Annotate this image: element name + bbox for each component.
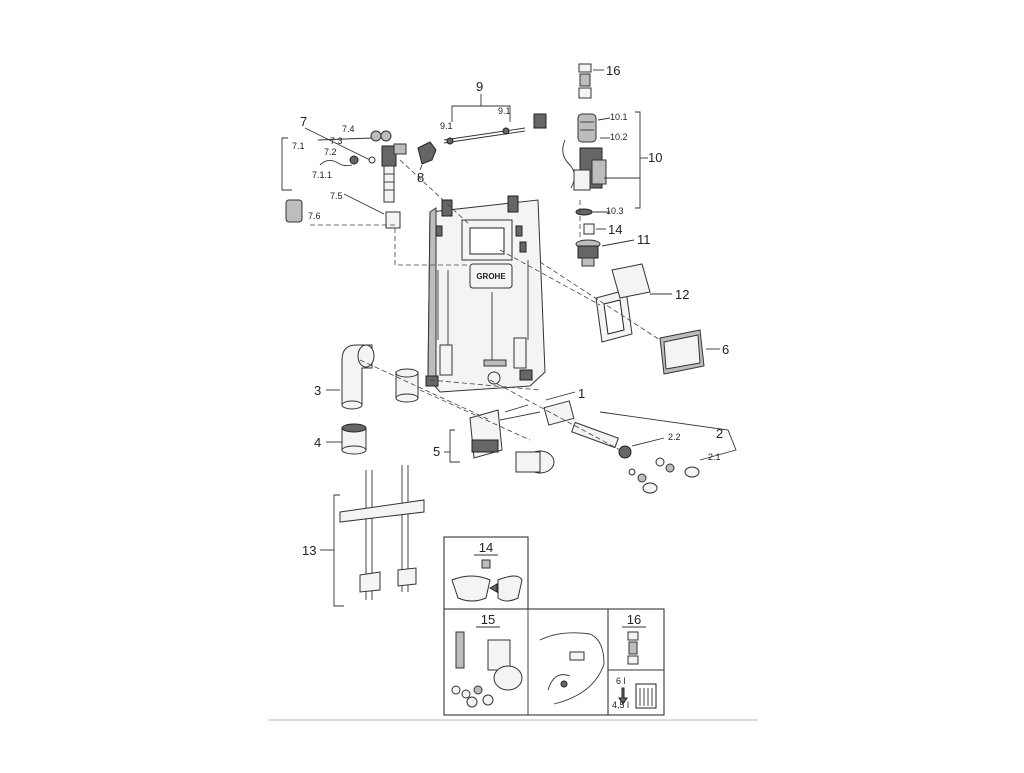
part-7 bbox=[281, 127, 407, 229]
callout-12: 12 bbox=[675, 287, 689, 302]
part-13 bbox=[320, 465, 425, 607]
callout-8: 8 bbox=[417, 170, 424, 185]
callout-6: 6 bbox=[722, 342, 729, 357]
part-5 bbox=[444, 409, 503, 463]
dimension-top-label: 6 l bbox=[616, 676, 626, 686]
callout-2-2: 2.2 bbox=[668, 432, 681, 442]
inset-panels: 14 15 16 6 l 4,5 l bbox=[443, 536, 665, 716]
callout-7-4: 7.4 bbox=[342, 124, 355, 134]
callout-16: 16 bbox=[606, 63, 620, 78]
part-6 bbox=[659, 329, 720, 375]
part-8 bbox=[417, 141, 437, 171]
assembly-guide-lines bbox=[310, 159, 661, 451]
callout-13: 13 bbox=[302, 543, 316, 558]
callout-3: 3 bbox=[314, 383, 321, 398]
part-16 bbox=[578, 63, 604, 99]
callout-10-2: 10.2 bbox=[610, 132, 628, 142]
callout-labels: 1 2 2.1 2.2 3 4 5 6 7 7.1 7.1.1 7.2 7.3 … bbox=[292, 63, 729, 558]
callout-7-2: 7.2 bbox=[324, 147, 337, 157]
dimension-bottom-label: 4,5 l bbox=[612, 700, 629, 710]
panel-16-title: 16 bbox=[627, 612, 641, 627]
pipe-connector bbox=[395, 368, 419, 403]
callout-9: 9 bbox=[476, 79, 483, 94]
part-9 bbox=[443, 94, 547, 145]
callout-7-3: 7.3 bbox=[330, 136, 343, 146]
part-10 bbox=[562, 111, 648, 216]
part-11 bbox=[575, 239, 635, 267]
part-14 bbox=[583, 223, 606, 235]
part-3 bbox=[326, 344, 375, 410]
callout-9-1-right: 9.1 bbox=[498, 106, 511, 116]
part-1 bbox=[499, 391, 576, 426]
callout-10-1: 10.1 bbox=[610, 112, 628, 122]
callout-5: 5 bbox=[433, 444, 440, 459]
callout-14: 14 bbox=[608, 222, 622, 237]
installation-frame: GROHE bbox=[425, 195, 546, 393]
callout-7: 7 bbox=[300, 114, 307, 129]
callout-7-1: 7.1 bbox=[292, 141, 305, 151]
callout-9-1-left: 9.1 bbox=[440, 121, 453, 131]
brand-logo-text: GROHE bbox=[476, 272, 506, 281]
callout-10: 10 bbox=[648, 150, 662, 165]
part-4 bbox=[326, 423, 367, 455]
part-12 bbox=[595, 263, 672, 343]
callout-7-1-1: 7.1.1 bbox=[312, 170, 332, 180]
callout-2-1: 2.1 bbox=[708, 452, 721, 462]
callout-7-6: 7.6 bbox=[308, 211, 321, 221]
callout-10-3: 10.3 bbox=[606, 206, 624, 216]
callout-11: 11 bbox=[637, 232, 651, 247]
callout-1: 1 bbox=[578, 386, 585, 401]
callout-4: 4 bbox=[314, 435, 321, 450]
panel-14-title: 14 bbox=[479, 540, 493, 555]
callout-7-5: 7.5 bbox=[330, 191, 343, 201]
part-2 bbox=[515, 411, 737, 494]
callout-2: 2 bbox=[716, 426, 723, 441]
panel-15-title: 15 bbox=[481, 612, 495, 627]
